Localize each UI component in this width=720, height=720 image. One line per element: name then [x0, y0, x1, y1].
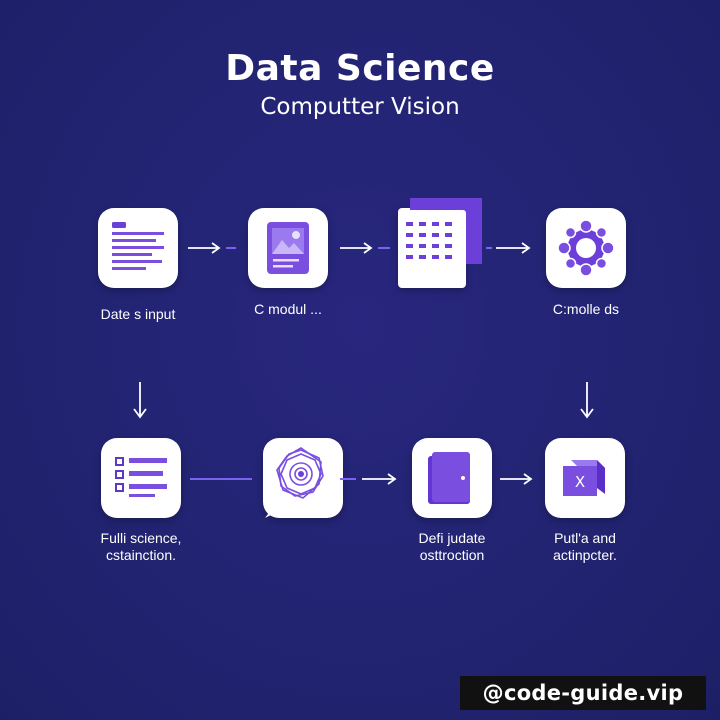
neural-flower-icon [265, 447, 324, 518]
cube-x-icon: X [563, 460, 605, 496]
checklist-icon [115, 457, 167, 497]
door-panel-icon [428, 452, 470, 504]
node-models [546, 208, 626, 288]
node-output: X [545, 438, 625, 518]
connector-arrow [486, 242, 531, 254]
document-lines-icon [112, 222, 164, 270]
node-label: C:molle ds [552, 301, 620, 317]
node-update-extraction [412, 438, 492, 518]
node-label: Putl'a and actinpcter. [500, 530, 670, 564]
node-label: Fulli science, cstainction. [56, 530, 226, 564]
node-label-line: actinpcter. [553, 547, 617, 563]
node-label: Date s input [100, 306, 176, 322]
node-label: C modul ... [254, 301, 322, 317]
connector-arrow [500, 473, 533, 485]
node-data-input [98, 208, 178, 288]
node-label: Defi judate osttroction [367, 530, 537, 564]
connector-arrow [340, 473, 397, 485]
connector-arrow [188, 242, 236, 254]
node-label-line: Putl'a and [554, 530, 616, 546]
page-subtitle: Computter Vision [260, 94, 460, 120]
page-title: Data Science [225, 48, 495, 89]
watermark-badge: @code-guide.vip [460, 676, 706, 710]
node-label-line: osttroction [419, 547, 485, 563]
node-grid [398, 198, 482, 288]
image-card-icon [267, 222, 309, 274]
cube-glyph: X [575, 473, 585, 491]
node-label-line: cstainction. [105, 547, 177, 563]
connector-arrow-down [133, 382, 147, 419]
node-science-extraction [101, 438, 181, 518]
node-label-line: Fulli science, [100, 530, 182, 546]
connector-arrow-down [580, 382, 594, 419]
connector-arrow [340, 242, 390, 254]
grid-table-icon [398, 198, 482, 276]
node-label-line: Defi judate [418, 530, 486, 546]
node-neural [263, 438, 343, 518]
node-module [248, 208, 328, 288]
connector-line [190, 478, 252, 480]
node-ring-icon [557, 219, 615, 277]
